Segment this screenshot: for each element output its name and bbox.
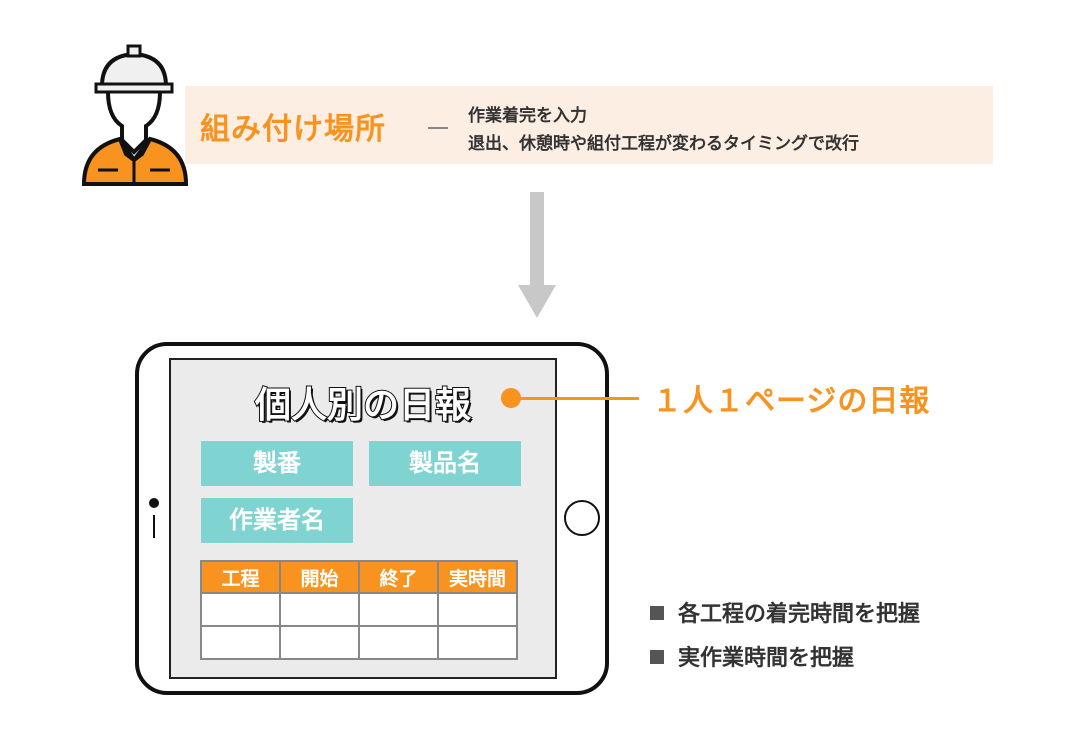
table-cell [358, 592, 439, 627]
callout-line [511, 397, 639, 400]
camera-icon [149, 498, 159, 508]
callout-label: １人１ページの日報 [652, 384, 931, 419]
worker-icon [80, 44, 190, 187]
home-button [564, 500, 600, 536]
sensor-line [153, 515, 155, 538]
field-worker-name: 作業者名 [201, 498, 353, 543]
column-header: 終了 [358, 560, 439, 594]
dash-divider [428, 127, 448, 129]
table-cell [200, 625, 281, 660]
table-cell [437, 592, 518, 627]
process-table: 工程 開始 終了 実時間 [200, 560, 518, 660]
column-header: 開始 [279, 560, 360, 594]
location-banner [185, 86, 993, 164]
table-cell [437, 625, 518, 660]
table-header-row: 工程 開始 終了 実時間 [200, 560, 518, 594]
column-header: 実時間 [437, 560, 518, 594]
field-product-name: 製品名 [369, 441, 521, 486]
benefit-item: 各工程の着完時間を把握 [650, 596, 920, 628]
location-title: 組み付け場所 [200, 112, 386, 147]
table-cell [279, 625, 360, 660]
table-cell [279, 592, 360, 627]
report-title: 個人別の日報 [254, 384, 472, 427]
table-row [200, 625, 518, 660]
benefit-text: 各工程の着完時間を把握 [678, 602, 921, 627]
benefit-item: 実作業時間を把握 [650, 640, 854, 672]
down-arrow-icon [518, 192, 556, 318]
square-bullet-icon [650, 606, 664, 620]
benefit-text: 実作業時間を把握 [678, 646, 855, 671]
table-cell [200, 592, 281, 627]
square-bullet-icon [650, 650, 664, 664]
description-line-2: 退出、休憩時や組付工程が変わるタイミングで改行 [468, 134, 859, 154]
table-cell [358, 625, 439, 660]
description-line-1: 作業着完を入力 [468, 106, 587, 126]
table-row [200, 592, 518, 627]
column-header: 工程 [200, 560, 281, 594]
field-product-number: 製番 [201, 441, 353, 486]
